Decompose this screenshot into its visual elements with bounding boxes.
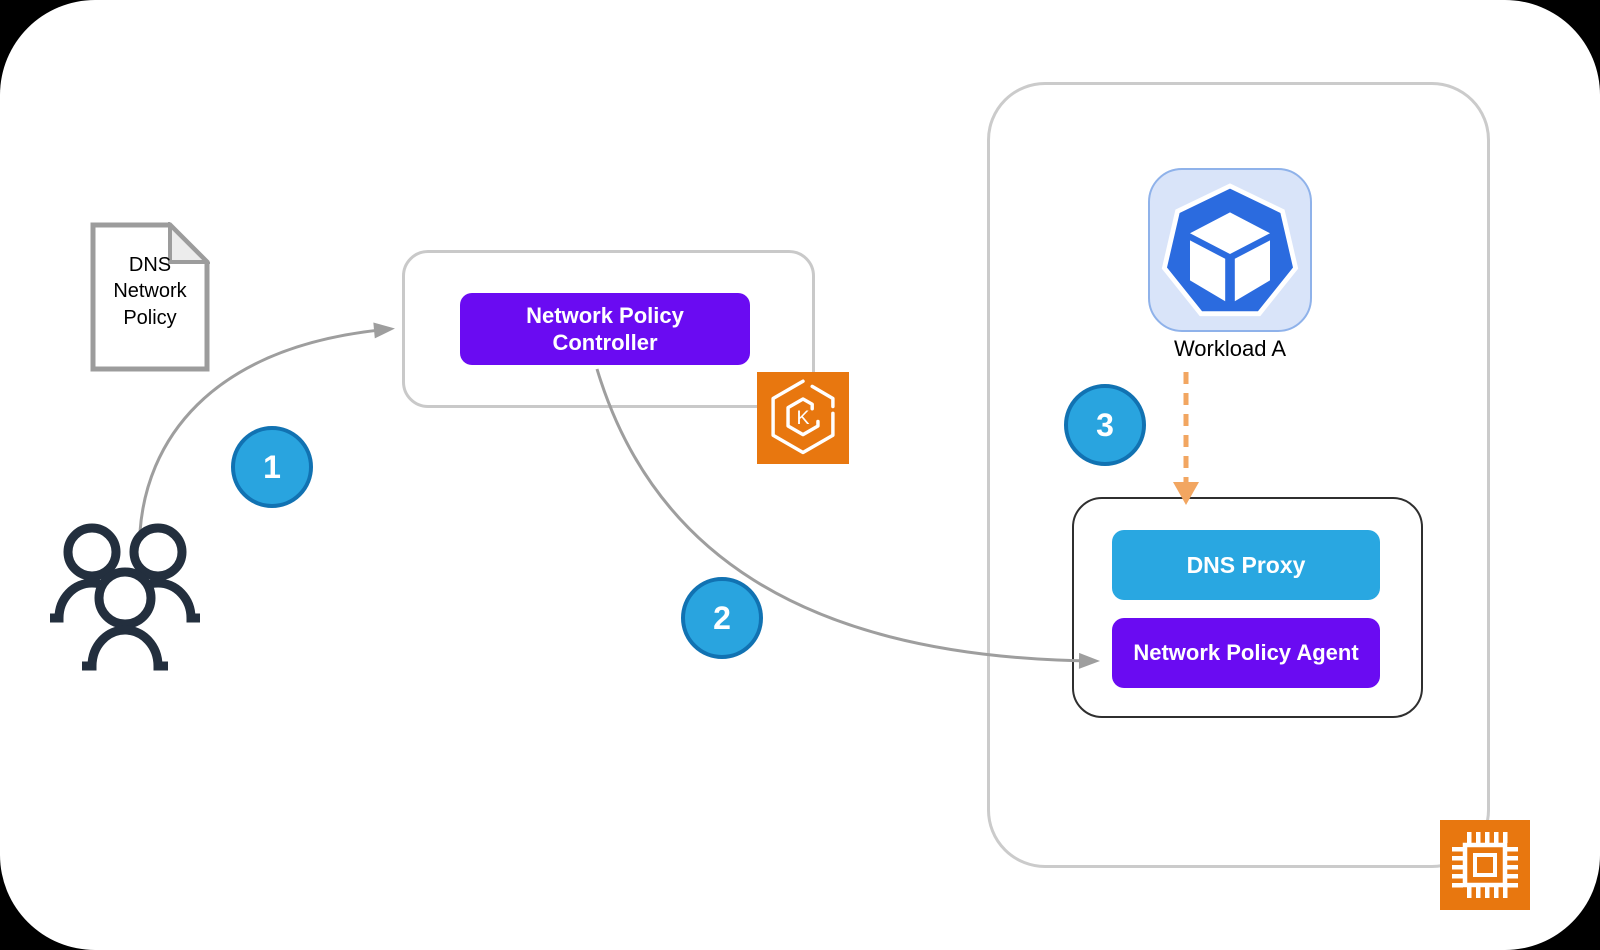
step-badge-2: 2 (681, 577, 763, 659)
network-policy-agent-label: Network Policy Agent (1133, 640, 1359, 666)
dns-proxy-button: DNS Proxy (1112, 530, 1380, 600)
controller-label-line2: Controller (552, 330, 658, 355)
dns-proxy-label: DNS Proxy (1186, 551, 1306, 578)
document-icon (90, 222, 210, 372)
step-badge-1: 1 (231, 426, 313, 508)
doc-line-1: DNS (128, 254, 172, 276)
ec2-instance-chip-icon (1440, 820, 1530, 910)
doc-line-2: Network (113, 280, 187, 303)
network-policy-controller-button: Network Policy Controller (460, 293, 750, 365)
workload-a-tile (1148, 168, 1312, 332)
controller-label-line1: Network Policy (526, 302, 684, 328)
step-badge-3: 3 (1064, 384, 1146, 466)
dns-network-policy-label: DNS Network Policy (90, 252, 210, 331)
eks-kubernetes-icon: K (757, 372, 849, 464)
workload-a-label: Workload A (1173, 336, 1287, 361)
doc-line-3: Policy (123, 306, 177, 329)
step-3-number: 3 (1096, 406, 1114, 443)
network-policy-agent-button: Network Policy Agent (1112, 618, 1380, 688)
workload-cube-icon (1161, 183, 1299, 317)
eks-k-letter: K (796, 407, 809, 429)
step-2-number: 2 (713, 599, 731, 636)
step-1-number: 1 (263, 448, 281, 485)
users-icon (50, 523, 200, 671)
